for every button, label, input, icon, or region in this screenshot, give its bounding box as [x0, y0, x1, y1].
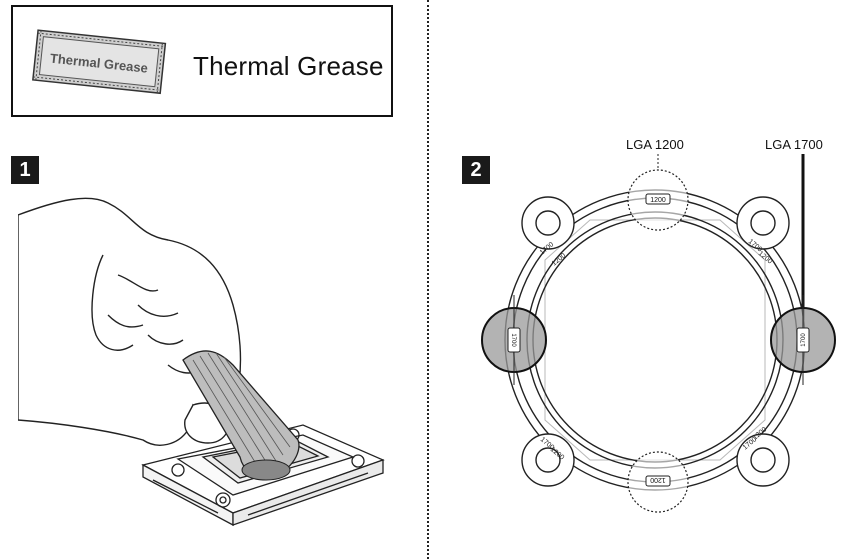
lga1200-top-marker: 1200: [627, 169, 689, 231]
corner-ears: [521, 196, 790, 487]
hand-drawing: [18, 197, 242, 446]
ear-bottom-left: [521, 433, 575, 487]
top-mark-text: 1200: [650, 197, 666, 204]
bottom-mark-text: 1200: [650, 476, 666, 483]
dotted-divider: [427, 0, 429, 559]
spreader-card: [182, 350, 300, 481]
lga1200-bottom-marker: 1200: [627, 451, 689, 513]
ear-top-right: [736, 196, 790, 250]
ear-bottom-right: [736, 433, 790, 487]
thermal-grease-packet-icon: Thermal Grease: [32, 29, 167, 95]
step-2-badge: 2: [462, 156, 490, 184]
step-1-illustration: [18, 197, 385, 527]
step-2-bracket-illustration: 1700 1200 1700 1200 1700 1200 1700 1200 …: [481, 154, 836, 513]
inner-frame: [544, 219, 766, 461]
right-mark-text: 1700: [801, 333, 807, 347]
legend-box: Thermal Grease Thermal Grease: [11, 5, 393, 117]
lga1700-callout: LGA 1700: [765, 137, 823, 152]
lga1700-left-marker: 1700: [481, 295, 547, 385]
left-mark-text: 1700: [510, 333, 516, 347]
legend-label: Thermal Grease: [193, 51, 384, 81]
step-1-badge: 1: [11, 156, 39, 184]
lga1200-callout: LGA 1200: [626, 137, 684, 152]
ear-top-left: [521, 196, 575, 250]
lga1700-right-marker: 1700: [770, 295, 836, 385]
